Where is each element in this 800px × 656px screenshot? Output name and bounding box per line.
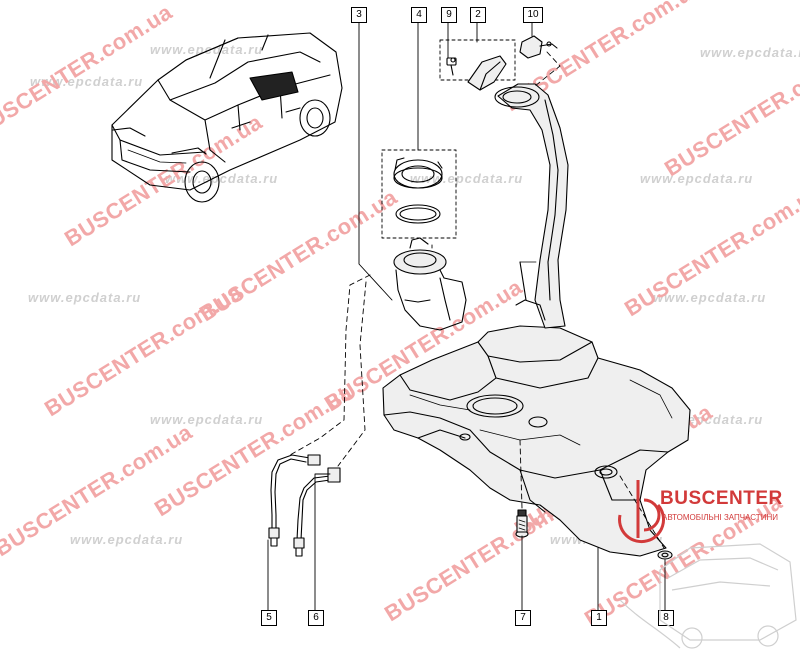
callout-6: 6 [308,610,324,626]
dashed-connections [289,51,665,549]
watermark-epcdata: www.epcdata.ru [150,42,264,57]
connector-part-10 [519,35,558,59]
bolt-part-7 [515,509,529,538]
pump-ring-and-seal [393,157,443,224]
callout-1: 1 [591,610,607,626]
logo-subtitle: АВТОМОБІЛЬНІ ЗАПЧАСТИНИ [662,513,778,522]
callout-3: 3 [351,7,367,23]
watermark-epcdata: www.epcdata.ru [653,290,767,305]
buscenter-logo: BUSCENTER АВТОМОБІЛЬНІ ЗАПЧАСТИНИ [600,470,800,656]
clip-part-9 [446,57,457,76]
callout-2: 2 [470,7,486,23]
leader-lines [267,21,666,611]
callout-4: 4 [411,7,427,23]
watermark-epcdata: www.epcdata.ru [28,290,142,305]
fuel-tank [382,325,691,557]
fuel-cap [467,55,507,91]
filler-neck [494,83,569,329]
callout-9: 9 [441,7,457,23]
logo-brand-text: BUSCENTER [660,488,783,509]
callout-10: 10 [523,7,543,23]
sensor-hose-6 [293,467,341,557]
logo-graphic [618,480,797,649]
callout-7: 7 [515,610,531,626]
watermark-epcdata: www.epcdata.ru [640,171,754,186]
vehicle-outline [111,32,343,203]
watermark-epcdata: www.epcdata.ru [150,412,264,427]
callout-5: 5 [261,610,277,626]
washer-part-8 [657,550,673,560]
watermark-epcdata: www.epcdata.ru [30,74,144,89]
sensor-hose-5 [268,454,321,547]
fuel-pump [393,237,467,331]
watermark-epcdata: www.epcdata.ru [700,45,800,60]
pump-kit-dashed-box [381,149,457,239]
watermark-epcdata: www.epcdata.ru [70,532,184,547]
